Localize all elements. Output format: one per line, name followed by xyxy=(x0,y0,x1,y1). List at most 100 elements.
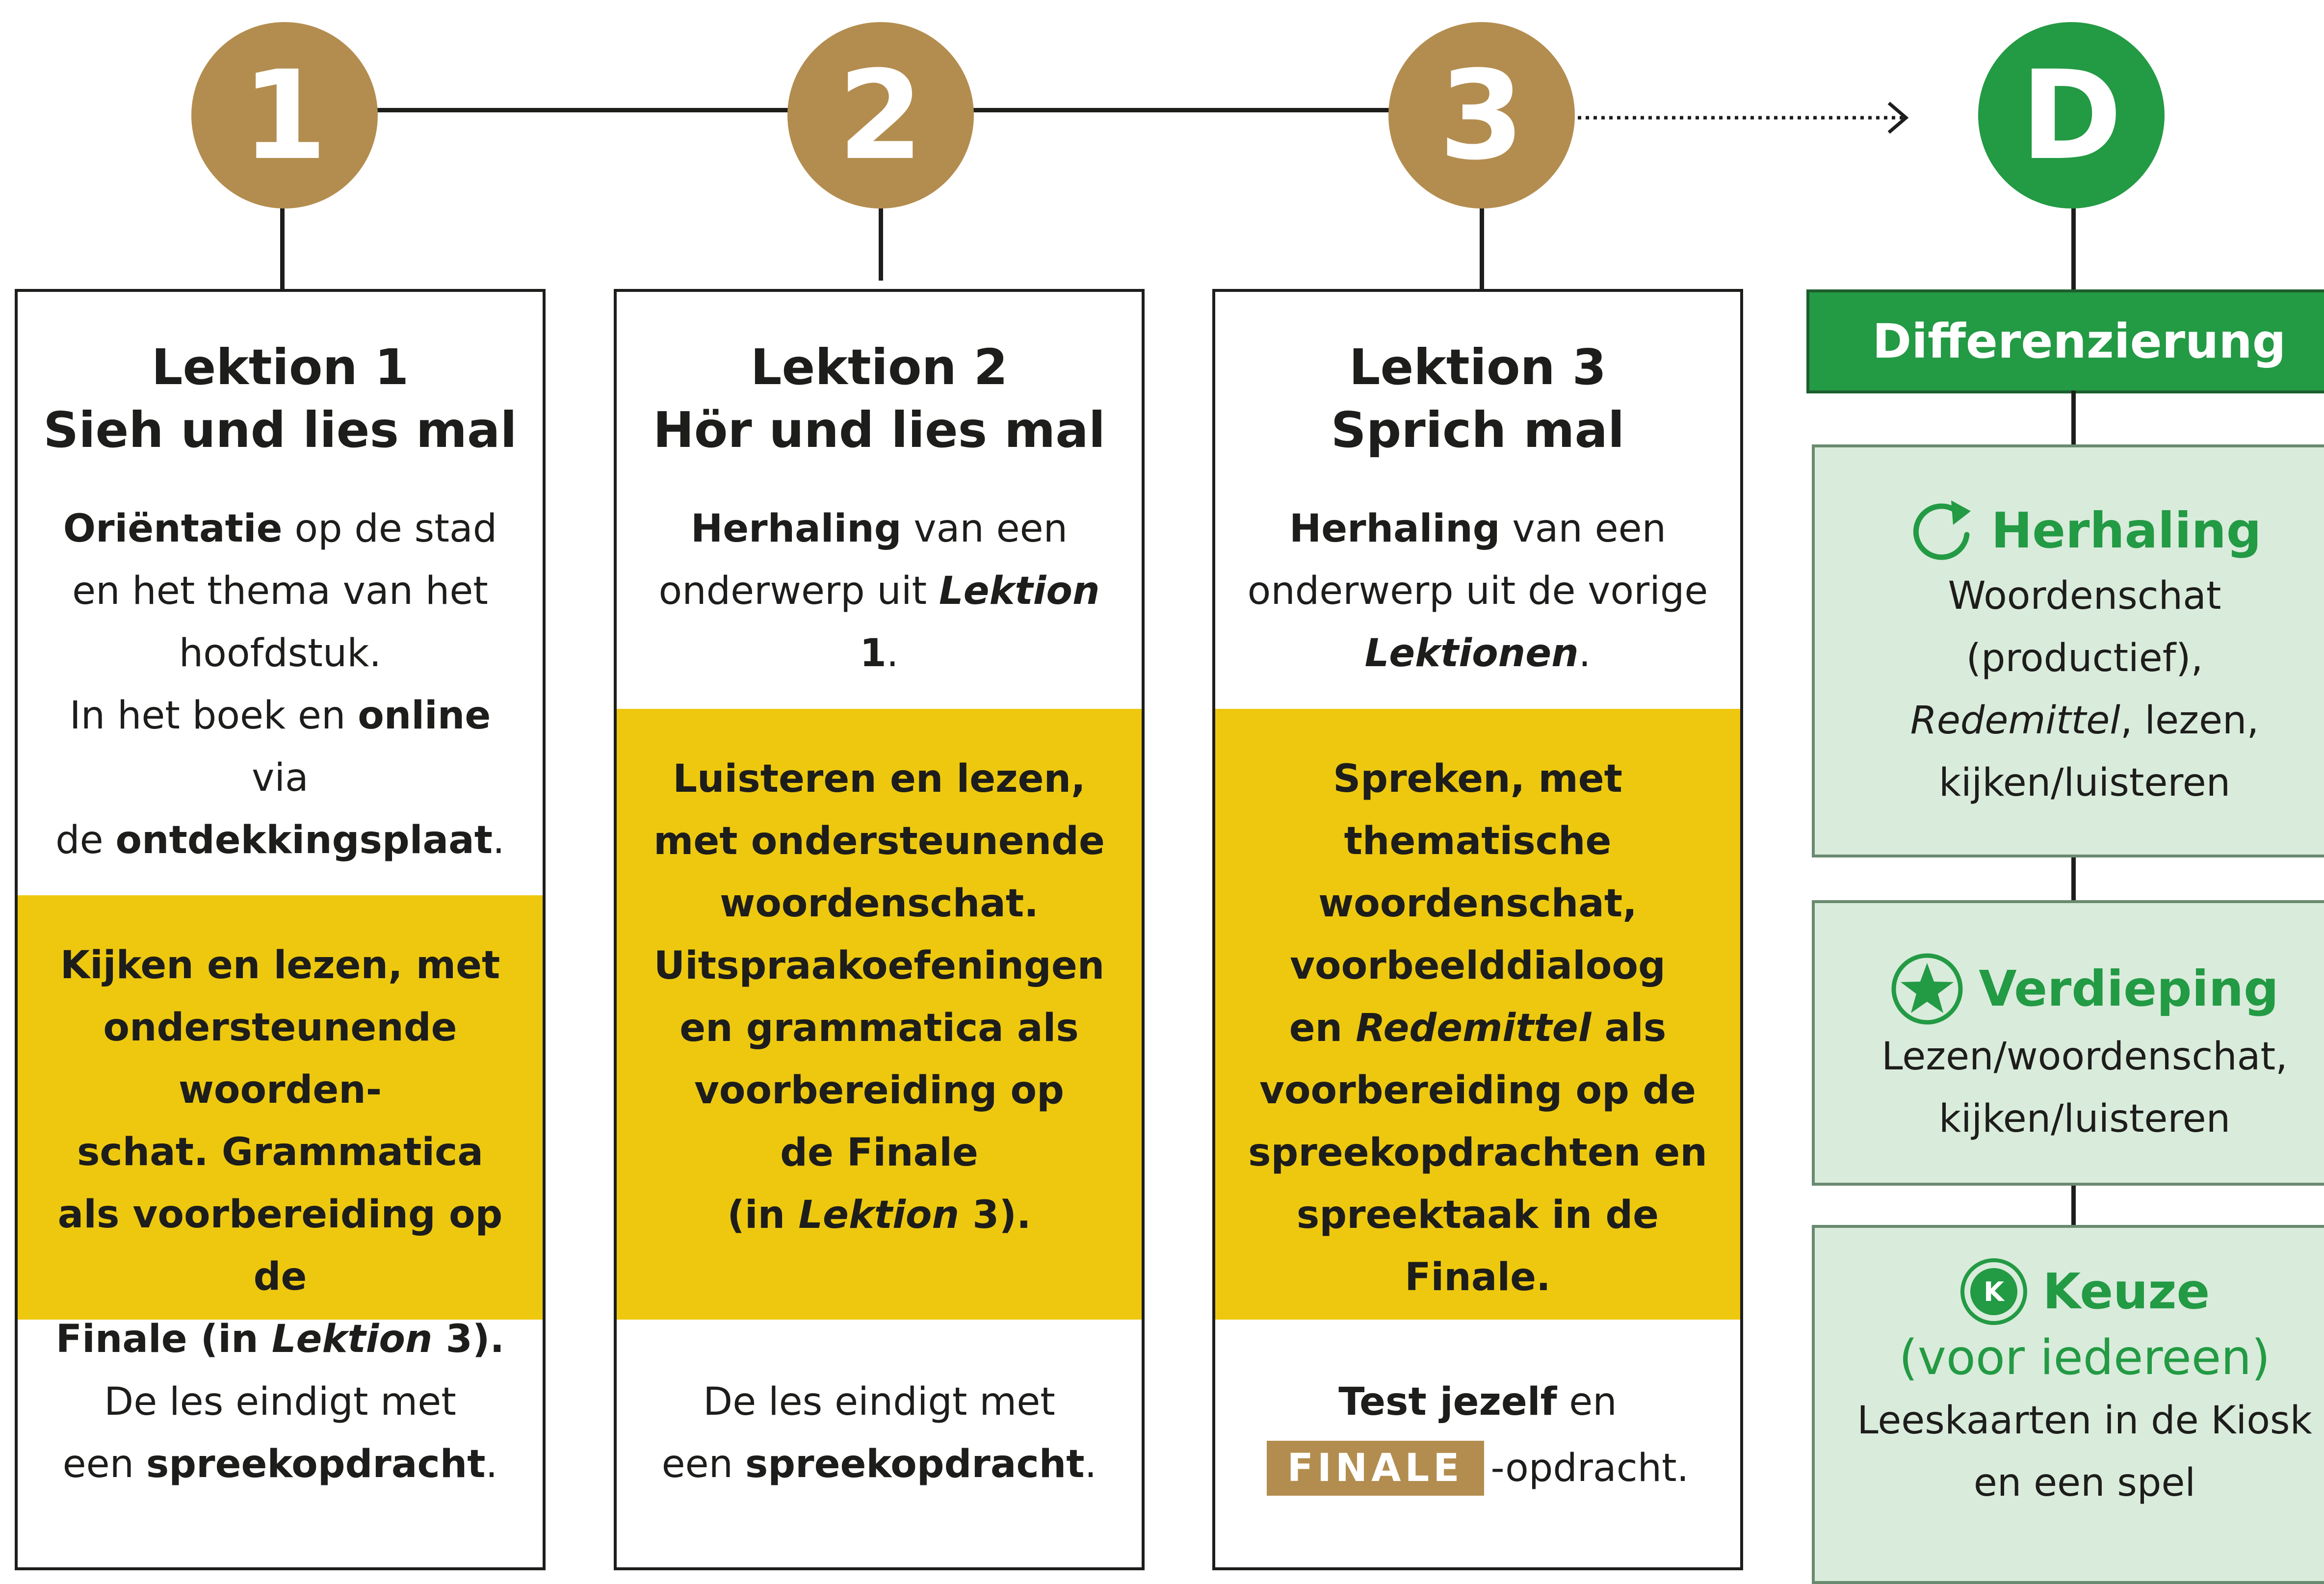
text-segment: onderwerp uit de vorige xyxy=(1247,569,1708,613)
stem-d xyxy=(2071,201,2076,290)
stem-2 xyxy=(879,201,883,281)
lektion-1-column: Lektion 1 Sieh und lies mal Oriëntatie o… xyxy=(15,289,546,1570)
text-segment: spreekopdracht xyxy=(745,1442,1085,1486)
text-segment: Oriëntatie xyxy=(63,507,283,551)
text-segment: De les eindigt met xyxy=(104,1380,456,1424)
text-line: Kijken en lezen, met xyxy=(27,935,533,997)
text-line: onderwerp uit de vorige xyxy=(1235,560,1721,623)
herhaling-title-text: Herhaling xyxy=(1991,502,2262,559)
text-segment: online xyxy=(358,694,491,738)
lektion-1-end: De les eindigt met een spreekopdracht. xyxy=(37,1371,523,1496)
keuze-title-text: Keuze xyxy=(2042,1263,2210,1320)
text-line: met ondersteunende xyxy=(627,810,1132,873)
verdieping-title: Verdieping xyxy=(1815,952,2324,1026)
text-segment: Lektion xyxy=(939,569,1100,613)
text-segment: De les eindigt met xyxy=(703,1380,1055,1424)
text-segment: een xyxy=(62,1442,146,1486)
text-line: Luisteren en lezen, xyxy=(627,748,1132,810)
connector-2-3 xyxy=(971,108,1403,112)
text-line: De les eindigt met xyxy=(37,1371,523,1433)
text-segment: . xyxy=(493,818,505,862)
text-line: spreekopdrachten en xyxy=(1225,1122,1730,1184)
text-segment: Lektion xyxy=(798,1193,959,1237)
text-segment: Kijken en lezen, met xyxy=(60,943,500,987)
herhaling-body: Woordenschat(productief),Redemittel, lez… xyxy=(1815,565,2324,814)
lektion-3-title-line1: Lektion 3 xyxy=(1349,338,1607,396)
lektion-3-title: Lektion 3 Sprich mal xyxy=(1235,336,1721,462)
text-line: voorbereiding op de xyxy=(1225,1060,1730,1122)
text-segment: voorbeelddialoog xyxy=(1290,944,1666,988)
text-segment: Leeskaarten in de Kiosk xyxy=(1857,1399,2312,1443)
text-line: Lektionen. xyxy=(1235,623,1721,685)
text-segment: . xyxy=(886,631,899,675)
text-segment: kijken/luisteren xyxy=(1938,1097,2231,1141)
text-segment: , lezen, xyxy=(2120,699,2259,743)
text-segment: voorbereiding op de xyxy=(1259,1068,1696,1113)
text-segment: spreekopdracht xyxy=(146,1442,486,1486)
text-segment: Lektionen xyxy=(1364,631,1579,675)
k-icon-letter: K xyxy=(1984,1276,2005,1307)
text-line: woordenschat, xyxy=(1225,873,1730,935)
text-segment: schat. Grammatica xyxy=(77,1130,484,1174)
text-segment: . xyxy=(1578,631,1591,675)
text-segment: van een xyxy=(901,507,1068,551)
text-line: (productief), xyxy=(1815,627,2324,690)
text-segment: van een xyxy=(1500,507,1667,551)
text-segment: de xyxy=(55,818,116,862)
verdieping-title-text: Verdieping xyxy=(1979,960,2279,1017)
text-segment: hoofdstuk. xyxy=(179,631,382,675)
verdieping-box: Verdieping Lezen/woordenschat, kijken/lui… xyxy=(1812,900,2324,1186)
text-line: kijken/luisteren xyxy=(1815,1088,2324,1150)
text-line: de Finale xyxy=(627,1122,1132,1184)
differenzierung-header: Differenzierung xyxy=(1806,289,2324,393)
text-line: Leeskaarten in de Kiosk xyxy=(1815,1390,2324,1452)
text-segment: In het boek en xyxy=(69,694,358,738)
text-line: een spreekopdracht. xyxy=(37,1433,523,1496)
text-line: spreektaak in de Finale. xyxy=(1225,1184,1730,1309)
text-line: als voorbereiding op de xyxy=(27,1184,533,1308)
text-segment: (productief), xyxy=(1966,636,2203,680)
text-segment: een xyxy=(661,1442,745,1486)
star-icon xyxy=(1891,953,1963,1025)
lektion-3-end: Test jezelf en FINALE-opdracht. xyxy=(1235,1371,1721,1500)
k-icon: K xyxy=(1960,1258,2027,1325)
lektion-1-title: Lektion 1 Sieh und lies mal xyxy=(37,336,523,462)
text-line: onderwerp uit Lektion 1. xyxy=(636,560,1122,685)
step-circle-d: D xyxy=(1978,22,2165,208)
text-segment: de Finale xyxy=(780,1131,978,1175)
step-circle-1: 1 xyxy=(191,22,378,208)
diff-stem-3 xyxy=(2071,1177,2076,1226)
end-line2-rest: -opdracht. xyxy=(1490,1446,1689,1490)
text-line: de ontdekkingsplaat. xyxy=(37,809,523,872)
verdieping-body: Lezen/woordenschat, kijken/luisteren xyxy=(1815,1026,2324,1150)
text-segment: ontdekkingsplaat xyxy=(115,818,493,862)
text-segment: 3). xyxy=(959,1193,1031,1237)
text-segment: Lektion xyxy=(271,1317,433,1361)
text-segment: Woordenschat xyxy=(1948,574,2221,618)
text-line: woordenschat. xyxy=(627,873,1132,935)
text-line: Herhaling van een xyxy=(636,498,1122,560)
text-segment: spreektaak in de Finale. xyxy=(1296,1193,1659,1299)
text-segment: onderwerp uit xyxy=(658,569,939,613)
text-segment: thematische xyxy=(1344,819,1612,863)
text-line: In het boek en online via xyxy=(37,685,523,809)
stem-1 xyxy=(280,201,285,290)
text-line: schat. Grammatica xyxy=(27,1121,533,1184)
text-segment: 1 xyxy=(860,631,887,675)
text-segment: Lezen/woordenschat, xyxy=(1881,1035,2288,1079)
text-segment: woordenschat, xyxy=(1318,882,1637,926)
text-segment: Redemittel xyxy=(1356,1006,1592,1050)
text-line: Woordenschat xyxy=(1815,565,2324,627)
text-line: Finale (in Lektion 3). xyxy=(27,1308,533,1371)
text-segment: . xyxy=(485,1442,498,1486)
diff-stem-1 xyxy=(2071,390,2076,444)
finale-badge: FINALE xyxy=(1266,1441,1484,1496)
